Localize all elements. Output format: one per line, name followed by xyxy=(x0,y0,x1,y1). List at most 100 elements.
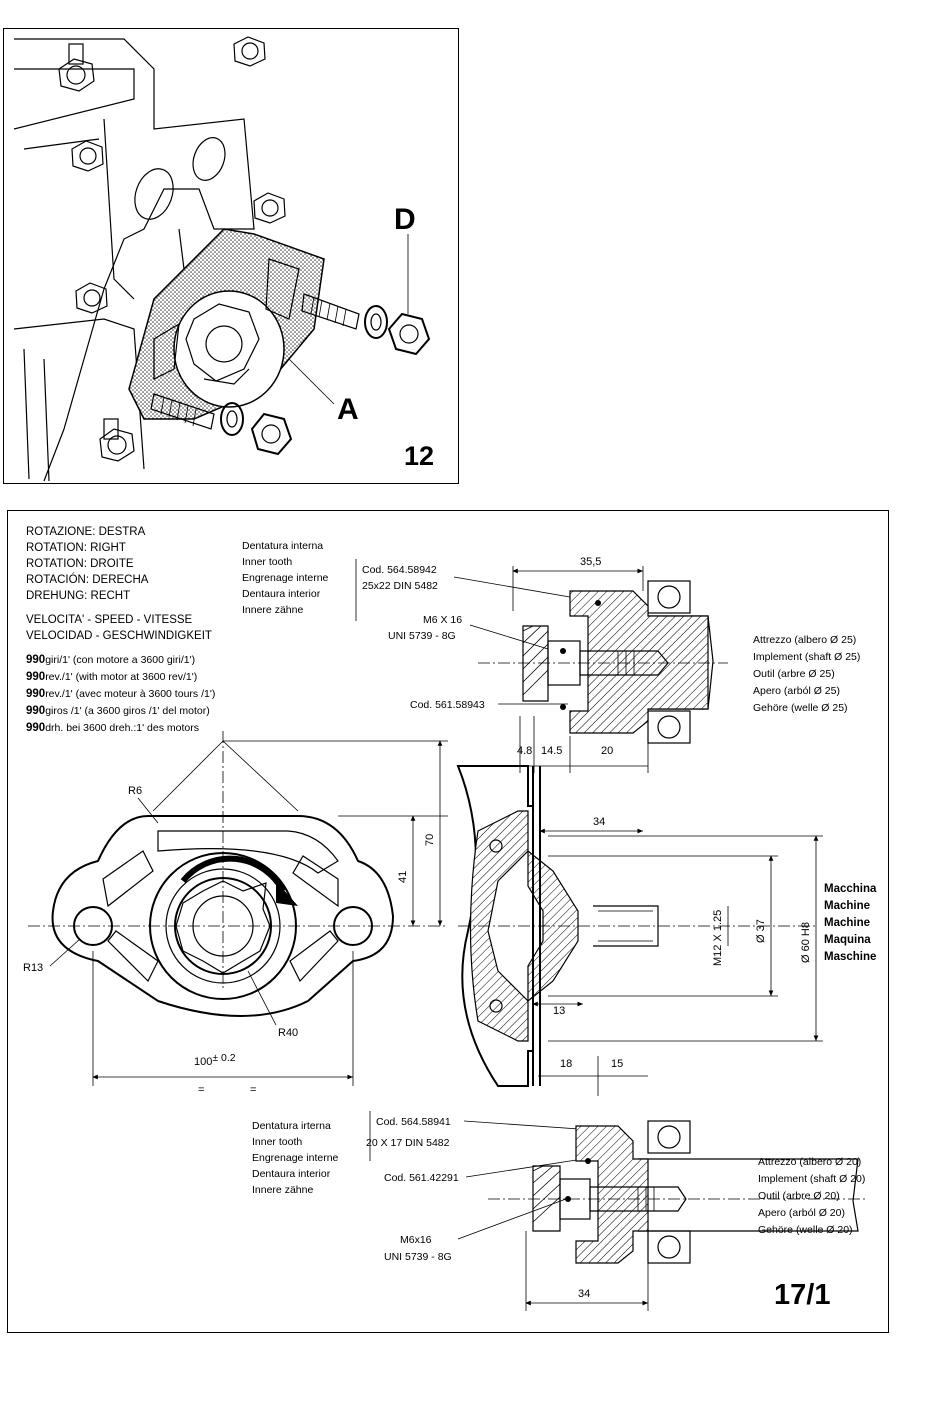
speed-value: 990 xyxy=(26,705,45,717)
dim-41: 41 xyxy=(397,871,409,883)
speed-text: drh. bei 3600 dreh.:1' des motors xyxy=(45,722,199,734)
radius-r40: R40 xyxy=(278,1027,298,1039)
dim-20: 20 xyxy=(601,745,613,757)
mount-hole-left xyxy=(73,906,113,946)
bearing-top xyxy=(647,580,691,614)
implement-label: Apero (arból Ø 20) xyxy=(758,1207,845,1219)
coupling-section-25: 35,5 4.8 14.5 xyxy=(478,556,860,773)
rotation-line: DREHUNG: RECHT xyxy=(26,590,130,602)
implement-label: Attrezzo (albero Ø 25) xyxy=(753,634,856,646)
part-code: Cod. 564.58942 xyxy=(362,564,437,576)
bearing-bottom xyxy=(647,710,691,744)
speed-text: rev./1' (avec moteur à 3600 tours /1') xyxy=(45,688,215,700)
dim-18: 18 xyxy=(560,1058,572,1070)
washer xyxy=(220,402,244,436)
hub-outer xyxy=(149,852,297,1000)
rotation-block: ROTAZIONE: DESTRA ROTATION: RIGHT ROTATI… xyxy=(26,526,215,734)
nut-d xyxy=(387,312,431,356)
implement-label: Apero (arból Ø 25) xyxy=(753,685,840,697)
housing-bolt xyxy=(233,36,266,67)
inner-tooth-label: Dentaura interior xyxy=(242,588,321,600)
pump-assembly-drawing: D A 12 xyxy=(13,36,434,482)
callout-line-a xyxy=(288,358,335,405)
machine-label: Machine xyxy=(824,917,870,929)
flange-front-view: R6 R13 R40 70 41 100± 0.2 = = xyxy=(23,731,448,1096)
dim-70: 70 xyxy=(424,834,436,846)
figure-number: 12 xyxy=(404,441,434,471)
speed-value: 990 xyxy=(26,671,45,683)
machine-label: Machine xyxy=(824,900,870,912)
dim-100: 100± 0.2 xyxy=(194,1052,236,1068)
din-spec: 25x22 DIN 5482 xyxy=(362,580,438,592)
leader-line xyxy=(469,624,549,650)
uni-spec: UNI 5739 - 8G xyxy=(384,1251,452,1263)
speed-text: giri/1' (con motore a 3600 giri/1') xyxy=(45,654,195,666)
part-code: Cod. 564.58941 xyxy=(376,1116,451,1128)
stud-upper xyxy=(301,293,360,330)
dim-dia37: Ø 37 xyxy=(755,919,767,943)
figure-number: 17/1 xyxy=(774,1279,830,1311)
speed-value: 990 xyxy=(26,688,45,700)
radius-r6: R6 xyxy=(128,785,142,797)
din-spec: 20 X 17 DIN 5482 xyxy=(366,1137,450,1149)
speed-header: VELOCITA' - SPEED - VITESSE xyxy=(26,614,193,626)
inner-tooth-label: Dentaura interior xyxy=(252,1168,331,1180)
inner-tooth-label: Engrenage interne xyxy=(242,572,329,584)
implement-label: Outil (arbre Ø 20) xyxy=(758,1190,840,1202)
housing-bolt xyxy=(71,140,104,172)
washer xyxy=(364,305,388,339)
part-code: Cod. 561.58943 xyxy=(410,699,485,711)
uni-spec: UNI 5739 - 8G xyxy=(388,630,456,642)
dim-34: 34 xyxy=(578,1288,590,1300)
cap xyxy=(522,625,549,702)
implement-label: Gehöre (welle Ø 20) xyxy=(758,1224,853,1236)
inner-tooth-top-block: Dentatura interna Inner tooth Engrenage … xyxy=(242,540,594,711)
hub-hatched xyxy=(569,590,709,734)
implement-label: Outil (arbre Ø 25) xyxy=(753,668,835,680)
figure-12-panel: D A 12 xyxy=(3,28,459,484)
implement-label: Implement (shaft Ø 25) xyxy=(753,651,860,663)
inner-tooth-label: Dentatura irterna xyxy=(252,1120,331,1132)
speed-line: 990drh. bei 3600 dreh.:1' des motors xyxy=(26,722,199,734)
speed-value: 990 xyxy=(26,654,45,666)
inner-tooth-label: Inner tooth xyxy=(252,1136,302,1148)
inner-tooth-label: Inner tooth xyxy=(242,556,292,568)
housing-bolt xyxy=(75,282,108,314)
housing-bolt xyxy=(99,418,135,462)
coupling-dimension-drawing: ROTAZIONE: DESTRA ROTATION: RIGHT ROTATI… xyxy=(23,526,877,1311)
rotation-line: ROTACIÓN: DERECHA xyxy=(26,573,149,586)
speed-line: 990giri/1' (con motore a 3600 giri/1') xyxy=(26,654,195,666)
part-code: Cod. 561.42291 xyxy=(384,1172,459,1184)
machine-label: Maschine xyxy=(824,951,876,963)
screw-shank xyxy=(579,650,669,676)
dim-m12: M12 X 1.25 xyxy=(712,910,724,966)
machine-label: Maquina xyxy=(824,934,871,946)
rotation-line: ROTATION: DROITE xyxy=(26,558,134,570)
radius-r13: R13 xyxy=(23,962,43,974)
housing-hatched xyxy=(469,810,529,1042)
figure-17-1-panel: ROTAZIONE: DESTRA ROTATION: RIGHT ROTATI… xyxy=(7,510,889,1333)
speed-text: giros /1' (a 3600 giros /1' del motor) xyxy=(45,705,210,717)
equal-mark: = xyxy=(198,1084,204,1096)
dim-dia60: Ø 60 H8 xyxy=(800,922,812,963)
screw-spec: M6 X 16 xyxy=(423,614,462,626)
housing-bolt xyxy=(253,192,286,224)
mount-hole-right xyxy=(333,906,373,946)
speed-line: 990giros /1' (a 3600 giros /1' del motor… xyxy=(26,705,210,717)
speed-line: 990rev./1' (with motor at 3600 rev/1') xyxy=(26,671,197,683)
stud-lower xyxy=(150,393,215,430)
callout-d: D xyxy=(394,203,416,236)
spline-profile xyxy=(175,880,271,974)
equal-mark: = xyxy=(250,1084,256,1096)
nut xyxy=(250,412,293,456)
inner-tooth-label: Dentatura interna xyxy=(242,540,323,552)
flange-a xyxy=(128,228,325,420)
callout-a: A xyxy=(337,393,359,426)
implement-label: Attrezzo (albero Ø 20) xyxy=(758,1156,861,1168)
coupling-section-20: Dentatura irterna Inner tooth Engrenage … xyxy=(252,1111,868,1311)
rotation-line: ROTATION: RIGHT xyxy=(26,542,126,554)
machine-label: Macchina xyxy=(824,883,877,895)
housing-bolt xyxy=(58,43,95,92)
inner-tooth-label: Innere zähne xyxy=(252,1184,313,1196)
speed-text: rev./1' (with motor at 3600 rev/1') xyxy=(45,671,197,683)
